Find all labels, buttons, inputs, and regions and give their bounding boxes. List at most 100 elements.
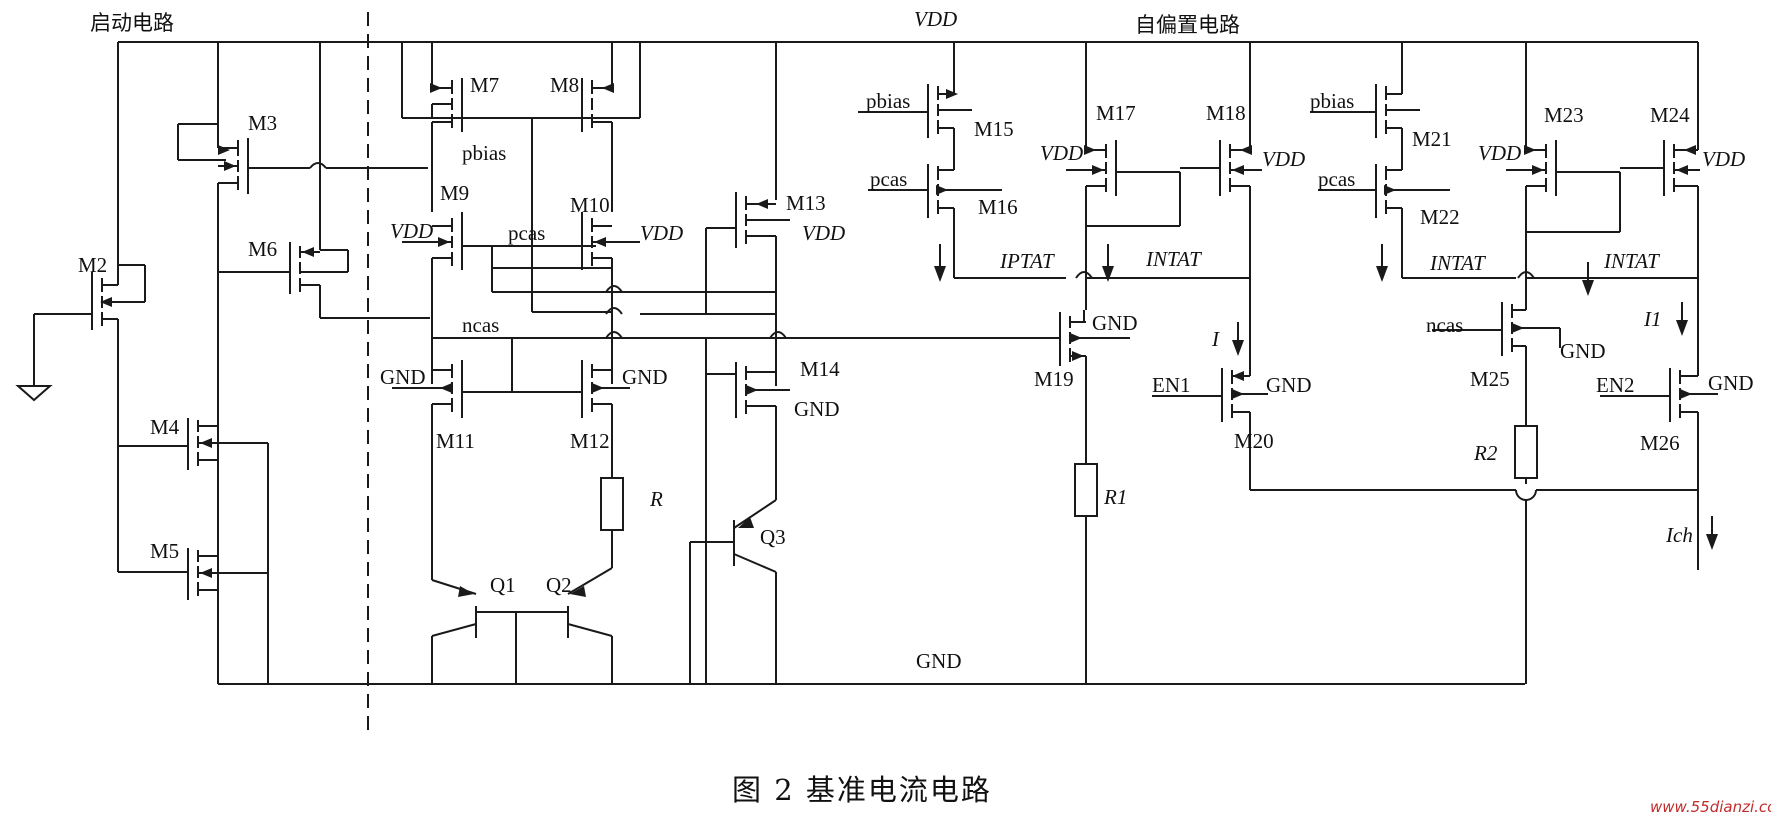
transistor-m7 — [401, 42, 640, 212]
label-en2: EN2 — [1596, 373, 1635, 397]
section-label-startup: 启动电路 — [90, 11, 174, 35]
bjt-q1 — [431, 579, 568, 684]
transistor-m23 — [1506, 42, 1621, 310]
label-m3: M3 — [248, 111, 277, 135]
watermark: www.55dianzi.com — [1650, 798, 1771, 816]
label-q2: Q2 — [546, 573, 572, 597]
current-arrows — [934, 244, 1718, 550]
bjt-q3 — [689, 499, 777, 684]
label-m19: M19 — [1034, 367, 1074, 391]
transistor-m20 — [1152, 368, 1516, 491]
transistor-m2 — [15, 42, 146, 446]
label-iptat: IPTAT — [999, 249, 1055, 273]
label-m26: M26 — [1640, 431, 1680, 455]
label-intat-3: INTAT — [1603, 249, 1660, 273]
label-vdd-m17: VDD — [1040, 141, 1083, 165]
label-ncas-ntat: ncas — [1426, 313, 1463, 337]
section-label-selfbias: 自偏置电路 — [1135, 13, 1240, 37]
label-r2: R2 — [1473, 441, 1498, 465]
label-gnd-m14: GND — [794, 397, 840, 421]
label-pcas-ptat: pcas — [870, 167, 907, 191]
transistor-m26 — [1600, 368, 1718, 570]
label-pcas-core: pcas — [508, 221, 545, 245]
label-gnd-m25: GND — [1560, 339, 1606, 363]
ntat-branch — [1310, 42, 1718, 684]
label-m14: M14 — [800, 357, 840, 381]
transistor-m4 — [118, 418, 269, 684]
label-gnd-m11: GND — [380, 365, 426, 389]
transistor-m21 — [1310, 42, 1420, 170]
transistor-m19 — [1059, 310, 1130, 464]
transistor-m22 — [1318, 164, 1516, 279]
label-q1: Q1 — [490, 573, 516, 597]
label-vdd-m10: VDD — [640, 221, 683, 245]
label-r: R — [649, 487, 663, 511]
label-pbias-ntat: pbias — [1310, 89, 1354, 113]
label-m2: M2 — [78, 253, 107, 277]
label-vdd-m13: VDD — [802, 221, 845, 245]
label-m5: M5 — [150, 539, 179, 563]
transistor-m12 — [581, 360, 630, 478]
label-m25: M25 — [1470, 367, 1510, 391]
ptat-branch — [858, 42, 1516, 684]
label-m16: M16 — [978, 195, 1018, 219]
label-m15: M15 — [974, 117, 1014, 141]
transistor-m10 — [491, 212, 776, 384]
vdd-label-top: VDD — [914, 7, 957, 31]
label-m8: M8 — [550, 73, 579, 97]
transistor-m5 — [118, 548, 268, 600]
label-m22: M22 — [1420, 205, 1460, 229]
label-gnd-rail: GND — [916, 649, 962, 673]
transistor-m17 — [1066, 42, 1181, 310]
label-gnd-m26: GND — [1708, 371, 1754, 395]
transistor-m13 — [705, 42, 790, 386]
label-ich: Ich — [1665, 523, 1693, 547]
label-q3: Q3 — [760, 525, 786, 549]
label-m18: M18 — [1206, 101, 1246, 125]
label-m9: M9 — [440, 181, 469, 205]
resistor-r2 — [1514, 425, 1698, 684]
label-vdd-m24: VDD — [1702, 147, 1745, 171]
label-i: I — [1211, 327, 1220, 351]
label-gnd-m20: GND — [1266, 373, 1312, 397]
label-m12: M12 — [570, 429, 610, 453]
label-i1: I1 — [1643, 307, 1662, 331]
label-vdd-m23: VDD — [1478, 141, 1521, 165]
startup-circuit — [15, 42, 430, 684]
label-gnd-m12: GND — [622, 365, 668, 389]
label-pcas-ntat: pcas — [1318, 167, 1355, 191]
label-vdd-m18: VDD — [1262, 147, 1305, 171]
resistor-r1 — [1074, 463, 1098, 684]
label-pbias-core: pbias — [462, 141, 506, 165]
label-gnd-m19: GND — [1092, 311, 1138, 335]
label-m20: M20 — [1234, 429, 1274, 453]
label-r1: R1 — [1103, 485, 1127, 509]
label-en1: EN1 — [1152, 373, 1191, 397]
bjt-q2 — [567, 567, 613, 684]
label-m21: M21 — [1412, 127, 1452, 151]
label-m7: M7 — [470, 73, 499, 97]
label-intat-2: INTAT — [1429, 251, 1486, 275]
resistor-r — [600, 477, 624, 568]
transistor-m25 — [1432, 302, 1561, 426]
label-m13: M13 — [786, 191, 826, 215]
labels: 启动电路 自偏置电路 VDD M2 M3 M4 M5 M6 M7 M8 M9 M… — [78, 7, 1771, 816]
transistor-m9 — [402, 212, 596, 384]
transistor-m24 — [1620, 42, 1700, 376]
label-m23: M23 — [1544, 103, 1584, 127]
label-intat-1: INTAT — [1145, 247, 1202, 271]
transistor-m6 — [289, 42, 430, 319]
transistor-m11 — [392, 360, 582, 580]
transistor-m16 — [868, 164, 1066, 279]
label-m17: M17 — [1096, 101, 1136, 125]
transistor-m3 — [177, 42, 428, 194]
label-vdd-m9: VDD — [390, 219, 433, 243]
transistor-m18 — [1180, 42, 1262, 376]
label-m10: M10 — [570, 193, 610, 217]
label-m11: M11 — [436, 429, 475, 453]
label-m4: M4 — [150, 415, 180, 439]
transistor-m8 — [581, 42, 641, 212]
core-bias-circuit — [392, 42, 1060, 684]
label-ncas-core: ncas — [462, 313, 499, 337]
